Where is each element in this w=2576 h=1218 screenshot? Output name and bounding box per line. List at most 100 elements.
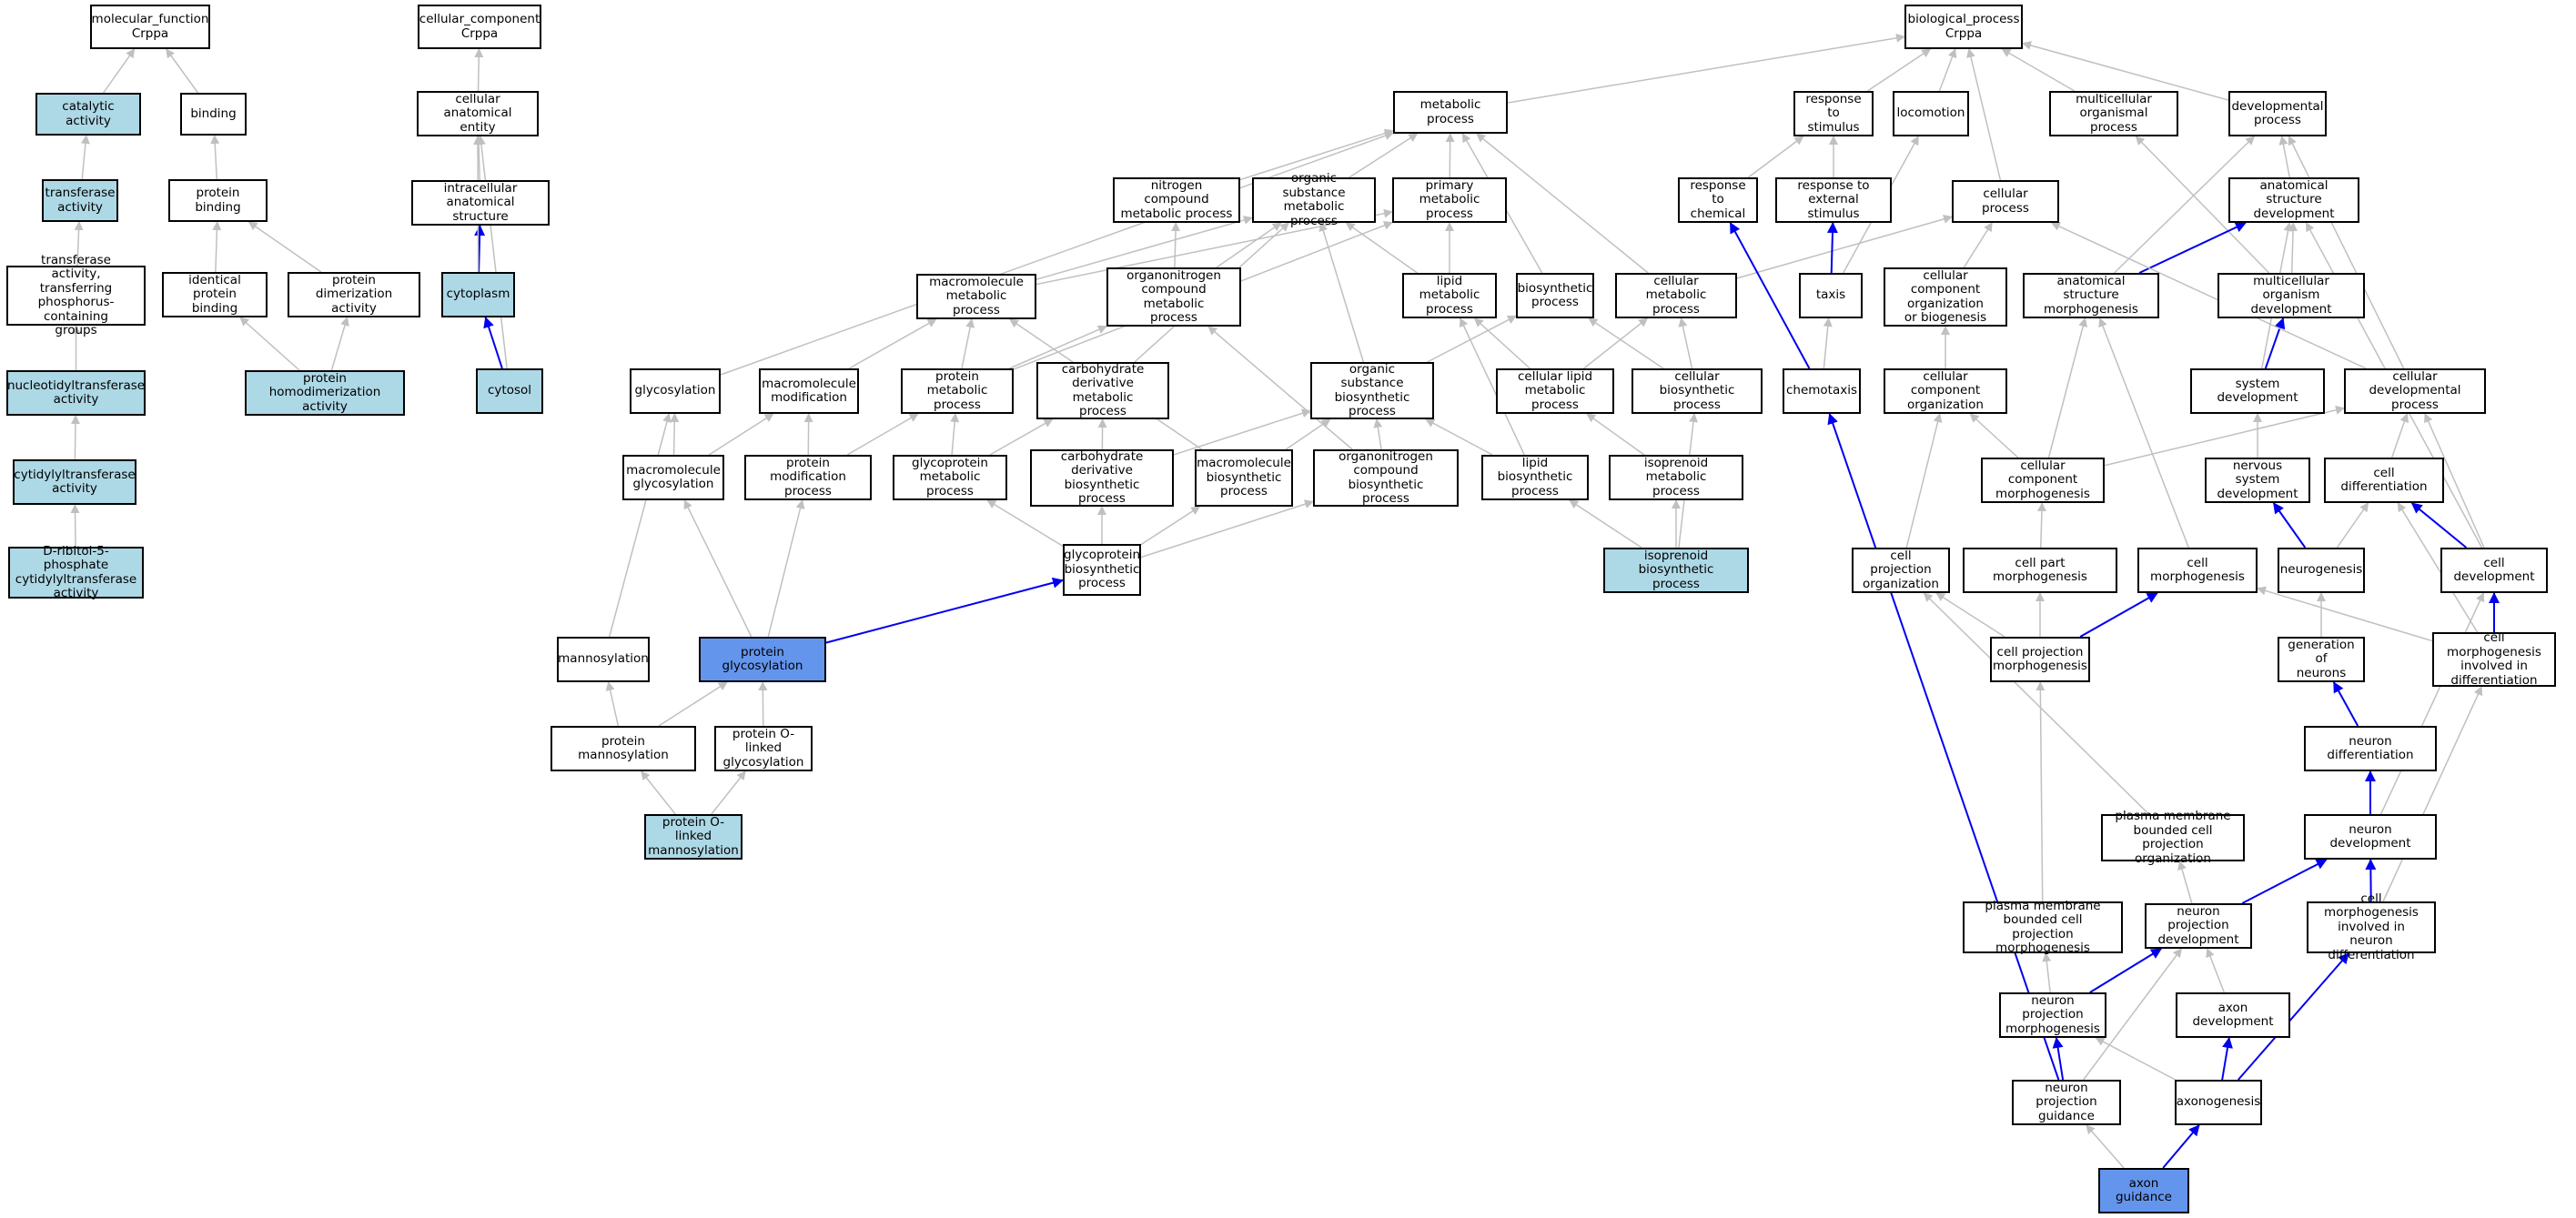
go-term-biosynthetic-process[interactable]: biosynthetic process: [1516, 273, 1594, 318]
edge-developmental-to-bp_root: [2022, 41, 2229, 101]
go-term-cell-differentiation[interactable]: cell differentiation: [2324, 458, 2444, 503]
go-term-cell-morphogenesis-involved-in-neuron-differentiation[interactable]: cell morphogenesis involved in neuron di…: [2307, 891, 2436, 962]
go-term-d-ribitol-5-phosphate[interactable]: D-ribitol-5-phosphate cytidylyltransfera…: [8, 544, 144, 600]
go-term-cell-morphogenesis-involved-in-differentiation[interactable]: cell morphogenesis involved in different…: [2432, 630, 2556, 687]
go-term-carbohydrate-derivative-biosynthetic[interactable]: carbohydrate derivative biosynthetic pro…: [1030, 449, 1174, 507]
go-term-metabolic-process[interactable]: metabolic process: [1393, 91, 1508, 134]
go-term-isoprenoid-biosynthetic[interactable]: isoprenoid biosynthetic process: [1603, 548, 1749, 593]
go-term-lipid-biosynthetic[interactable]: lipid biosynthetic process: [1481, 455, 1589, 500]
go-term-locomotion[interactable]: locomotion: [1893, 91, 1969, 136]
go-term-cytosol[interactable]: cytosol: [476, 368, 543, 414]
go-term-plasma-membrane-bounded-cell-projection-morphogenesis[interactable]: plasma membrane bounded cell projection …: [1963, 899, 2123, 955]
go-term-protein-binding[interactable]: protein binding: [168, 179, 268, 222]
go-term-transferase-phosphorus[interactable]: transferase activity, transferring phosp…: [6, 253, 146, 337]
go-term-macromolecule-metabolic[interactable]: macromolecule metabolic process: [916, 274, 1036, 319]
go-term-system-development[interactable]: system development: [2190, 368, 2325, 414]
go-term-biological-process-root[interactable]: biological_process Crppa: [1904, 5, 2023, 49]
go-term-plasma-membrane-bounded-cell-projection-organization[interactable]: plasma membrane bounded cell projection …: [2101, 809, 2245, 865]
edge-homodimer-to-identical_pb: [239, 317, 300, 371]
go-term-cellular-component-organization[interactable]: cellular component organization: [1884, 368, 2007, 414]
go-term-cell-projection-morphogenesis[interactable]: cell projection morphogenesis: [1990, 637, 2090, 682]
go-term-axon-guidance[interactable]: axon guidance: [2098, 1168, 2189, 1213]
go-term-cell-projection-organization[interactable]: cell projection organization: [1852, 548, 1950, 593]
go-term-anatomical-structure-morphogenesis[interactable]: anatomical structure morphogenesis: [2023, 273, 2159, 318]
edge-homodimer-to-prot_dimer: [330, 317, 349, 371]
go-term-nervous-system-development[interactable]: nervous system development: [2205, 458, 2310, 503]
go-term-protein-modification-process[interactable]: protein modification process: [744, 455, 872, 500]
go-term-protein-glycosylation[interactable]: protein glycosylation: [699, 637, 826, 682]
go-term-cell-morphogenesis[interactable]: cell morphogenesis: [2137, 548, 2258, 593]
edge-lipid_bio-to-lipid_met: [1460, 317, 1525, 456]
go-term-neuron-projection-guidance[interactable]: neuron projection guidance: [2012, 1080, 2121, 1125]
go-term-organic-substance-biosynthetic[interactable]: organic substance biosynthetic process: [1310, 362, 1434, 419]
go-term-carbohydrate-derivative-metabolic[interactable]: carbohydrate derivative metabolic proces…: [1036, 362, 1169, 419]
go-term-protein-homodimerization[interactable]: protein homodimerization activity: [245, 370, 405, 416]
edge-cell_dev-to-cell_dev_proc: [2424, 413, 2485, 549]
go-term-cellular-anatomical-entity[interactable]: cellular anatomical entity: [417, 91, 539, 136]
go-term-organonitrogen-compound-biosynthetic[interactable]: organonitrogen compound biosynthetic pro…: [1313, 449, 1459, 507]
go-term-cellular-developmental-process[interactable]: cellular developmental process: [2344, 368, 2486, 414]
edge-axon_guidance-to-axonogenesis: [2162, 1124, 2200, 1169]
edge-cc_morph-to-anat_morph: [2047, 317, 2088, 458]
go-term-mannosylation[interactable]: mannosylation: [557, 637, 650, 682]
go-term-glycosylation[interactable]: glycosylation: [630, 368, 721, 414]
go-term-cellular-metabolic[interactable]: cellular metabolic process: [1615, 273, 1737, 318]
go-term-cytoplasm[interactable]: cytoplasm: [441, 272, 515, 317]
edge-glycoprot_bio-to-organonitrogen_bio: [1140, 499, 1314, 559]
go-term-cell-development[interactable]: cell development: [2440, 548, 2548, 593]
go-term-chemotaxis[interactable]: chemotaxis: [1783, 368, 1861, 414]
go-term-neuron-projection-morphogenesis[interactable]: neuron projection morphogenesis: [1999, 992, 2106, 1038]
edge-np_dev-to-pm_cp_org: [2177, 861, 2193, 904]
edge-cp_morph-to-cp_org: [1935, 592, 2005, 638]
go-term-cytidylyltransferase[interactable]: cytidylyltransferase activity: [13, 459, 136, 505]
go-term-macromolecule-glycosylation[interactable]: macromolecule glycosylation: [622, 455, 724, 500]
go-term-cellular-component-root[interactable]: cellular_component Crppa: [418, 5, 541, 49]
go-term-macromolecule-biosynthetic[interactable]: macromolecule biosynthetic process: [1195, 449, 1293, 507]
go-term-catalytic-activity[interactable]: catalytic activity: [35, 93, 141, 136]
go-term-nucleotidyltransferase[interactable]: nucleotidyltransferase activity: [6, 370, 146, 416]
go-term-neuron-projection-development[interactable]: neuron projection development: [2145, 903, 2252, 949]
go-term-generation-of-neurons[interactable]: generation of neurons: [2278, 637, 2365, 682]
edge-cell_dev_proc-to-developmental: [2288, 136, 2405, 369]
go-term-protein-metabolic[interactable]: protein metabolic process: [901, 368, 1014, 414]
go-term-response-to-stimulus[interactable]: response to stimulus: [1793, 91, 1874, 136]
go-term-primary-metabolic[interactable]: primary metabolic process: [1392, 177, 1507, 223]
go-term-molecular-function-root[interactable]: molecular_function Crppa: [90, 5, 210, 49]
go-term-response-to-chemical[interactable]: response to chemical: [1678, 177, 1758, 223]
edge-organonitrogen_bio-to-organonitrogen_met: [1207, 326, 1353, 450]
go-term-transferase-activity[interactable]: transferase activity: [42, 179, 118, 222]
go-term-cellular-biosynthetic[interactable]: cellular biosynthetic process: [1631, 368, 1763, 414]
go-term-neuron-differentiation[interactable]: neuron differentiation: [2304, 726, 2437, 771]
go-term-cellular-component-morphogenesis[interactable]: cellular component morphogenesis: [1981, 458, 2105, 503]
go-term-axonogenesis[interactable]: axonogenesis: [2175, 1080, 2262, 1125]
go-term-taxis[interactable]: taxis: [1799, 273, 1863, 318]
go-term-organic-substance-metabolic[interactable]: organic substance metabolic process: [1252, 171, 1376, 227]
go-term-multicellular-organism-development[interactable]: multicellular organism development: [2217, 273, 2365, 318]
go-term-response-to-external-stimulus[interactable]: response to external stimulus: [1775, 177, 1892, 223]
go-term-macromolecule-modification[interactable]: macromolecule modification: [759, 368, 859, 414]
go-term-neuron-development[interactable]: neuron development: [2304, 814, 2437, 860]
go-term-cell-part-morphogenesis[interactable]: cell part morphogenesis: [1963, 548, 2117, 593]
go-term-lipid-metabolic[interactable]: lipid metabolic process: [1402, 273, 1497, 318]
edge-org_sub_met-to-metabolic: [1349, 133, 1419, 178]
go-term-nitrogen-compound-metabolic[interactable]: nitrogen compound metabolic process: [1113, 177, 1240, 223]
go-term-neurogenesis[interactable]: neurogenesis: [2278, 548, 2365, 593]
go-term-protein-dimerization[interactable]: protein dimerization activity: [288, 272, 420, 317]
go-term-binding[interactable]: binding: [180, 93, 247, 136]
go-term-cellular-component-organization-or-biogenesis[interactable]: cellular component organization or bioge…: [1884, 267, 2007, 327]
go-term-protein-o-linked-glycosylation[interactable]: protein O-linked glycosylation: [714, 726, 813, 771]
go-term-identical-protein-binding[interactable]: identical protein binding: [162, 272, 268, 317]
go-term-isoprenoid-metabolic[interactable]: isoprenoid metabolic process: [1609, 455, 1743, 500]
go-term-intracellular-anatomical-structure[interactable]: intracellular anatomical structure: [411, 180, 550, 226]
go-term-anatomical-structure-development[interactable]: anatomical structure development: [2228, 177, 2359, 223]
go-term-developmental-process[interactable]: developmental process: [2228, 91, 2327, 136]
go-term-multicellular-organismal-process[interactable]: multicellular organismal process: [2049, 91, 2178, 136]
go-term-axon-development[interactable]: axon development: [2176, 992, 2290, 1038]
go-term-protein-o-linked-mannosylation[interactable]: protein O-linked mannosylation: [644, 814, 742, 860]
go-term-cellular-process[interactable]: cellular process: [1952, 180, 2059, 223]
go-term-glycoprotein-biosynthetic[interactable]: glycoprotein biosynthetic process: [1063, 544, 1141, 596]
go-term-protein-mannosylation[interactable]: protein mannosylation: [551, 726, 696, 771]
go-term-organonitrogen-compound-metabolic[interactable]: organonitrogen compound metabolic proces…: [1106, 267, 1241, 327]
go-term-cellular-lipid-metabolic[interactable]: cellular lipid metabolic process: [1496, 368, 1614, 414]
go-term-glycoprotein-metabolic[interactable]: glycoprotein metabolic process: [893, 455, 1007, 500]
